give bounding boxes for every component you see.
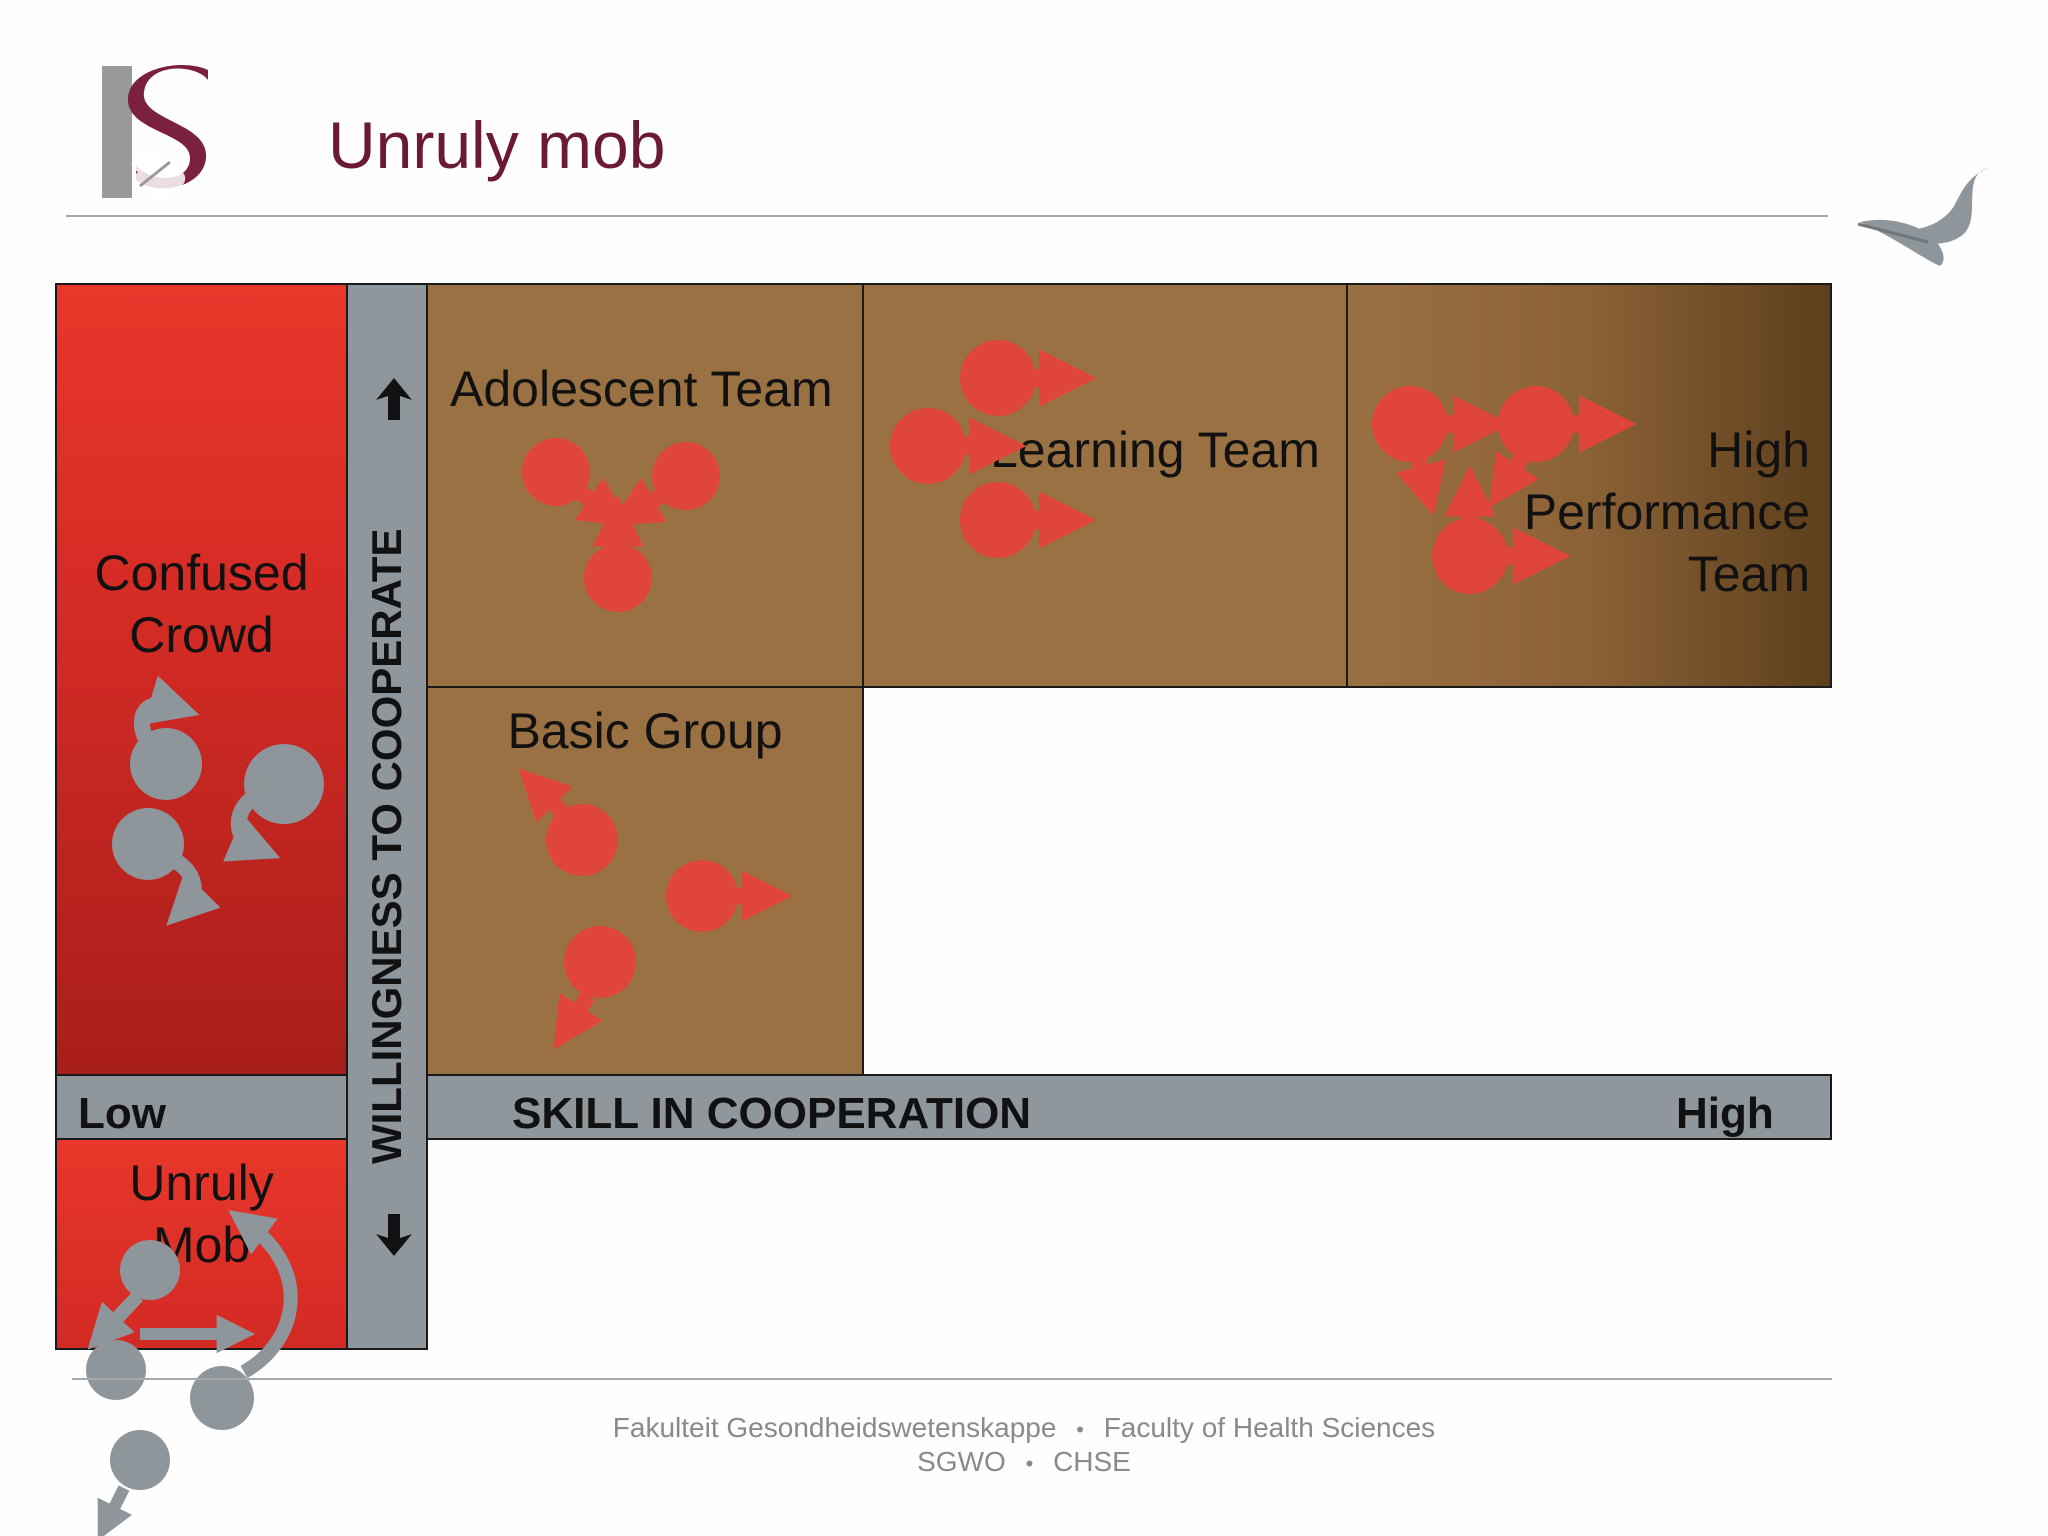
university-logo-icon bbox=[102, 65, 208, 198]
footer-chse: CHSE bbox=[1053, 1446, 1131, 1477]
arrow-down-icon bbox=[376, 1214, 412, 1256]
unruly-mob-label: Unruly Mob bbox=[55, 1152, 348, 1276]
adolescent-team-cell bbox=[426, 283, 864, 688]
footer-english-faculty: Faculty of Health Sciences bbox=[1103, 1412, 1436, 1443]
confused-crowd-label: Confused Crowd bbox=[55, 542, 348, 666]
skill-axis-bar bbox=[426, 1074, 1832, 1140]
unruly-mob-line-2: Mob bbox=[152, 1217, 251, 1273]
basic-group-label: Basic Group bbox=[507, 703, 783, 759]
high-performance-line-2: Performance bbox=[1523, 484, 1810, 540]
low-label: Low bbox=[78, 1089, 166, 1138]
arrow-up-icon bbox=[376, 378, 412, 420]
footer-divider bbox=[72, 1378, 1832, 1380]
unruly-mob-line-1: Unruly bbox=[129, 1155, 274, 1211]
low-bar bbox=[55, 1074, 348, 1140]
confused-crowd-column bbox=[55, 283, 348, 1076]
willingness-axis-bar bbox=[346, 283, 428, 1350]
footer-line-2: SGWO • CHSE bbox=[0, 1446, 2048, 1478]
high-label: High bbox=[1676, 1089, 1774, 1138]
footer-sgwo: SGWO bbox=[917, 1446, 1006, 1477]
confused-crowd-line-1: Confused bbox=[94, 545, 309, 601]
skill-axis-label: SKILL IN COOPERATION bbox=[512, 1089, 1032, 1138]
high-performance-team-label: High Performance Team bbox=[1346, 419, 1810, 605]
learning-team-label: Learning Team bbox=[990, 422, 1320, 478]
learning-team-cell bbox=[862, 283, 1348, 688]
footer-separator: • bbox=[1076, 1417, 1084, 1442]
willingness-axis-label: WILLINGNESS TO COOPERATE bbox=[363, 528, 410, 1164]
footer-separator: • bbox=[1025, 1451, 1034, 1476]
header-divider bbox=[66, 215, 1828, 217]
leaf-icon bbox=[1857, 168, 1988, 266]
footer-afrikaans-faculty: Fakulteit Gesondheidswetenskappe bbox=[612, 1412, 1057, 1443]
high-performance-line-1: High bbox=[1707, 422, 1810, 478]
confused-crowd-line-2: Crowd bbox=[129, 607, 274, 663]
adolescent-team-label: Adolescent Team bbox=[450, 361, 833, 417]
footer-line-1: Fakulteit Gesondheidswetenskappe • Facul… bbox=[0, 1412, 2048, 1444]
high-performance-line-3: Team bbox=[1687, 546, 1810, 602]
slide-title: Unruly mob bbox=[328, 108, 666, 182]
